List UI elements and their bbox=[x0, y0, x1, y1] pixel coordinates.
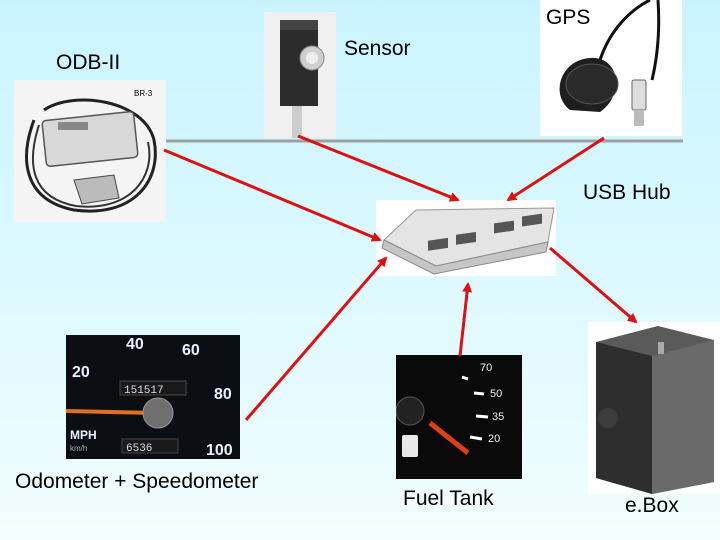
odometer-reading: 151517 bbox=[124, 385, 164, 397]
label-gps: GPS bbox=[546, 6, 591, 29]
odb-tag-text: BR-3 bbox=[134, 89, 153, 98]
fuel-tick-70: 70 bbox=[480, 362, 492, 374]
fuel-pump-icon bbox=[402, 435, 418, 457]
arrow-odb-to-hub bbox=[163, 148, 382, 242]
label-odb: ODB-II bbox=[56, 51, 121, 74]
arrow-gps-to-hub bbox=[506, 136, 605, 202]
speedo-unit: MPH bbox=[70, 428, 97, 442]
speedo-tick-20: 20 bbox=[72, 364, 90, 381]
sensor-photo bbox=[264, 12, 336, 138]
fuel-gauge-photo: 70 50 35 20 bbox=[396, 355, 522, 479]
label-odometer: Odometer + Speedometer bbox=[15, 470, 259, 493]
usb-hub-photo bbox=[376, 200, 556, 276]
fuel-tick-20: 20 bbox=[488, 433, 500, 445]
speedo-unit-small: km/h bbox=[70, 444, 87, 453]
fuel-tick-50: 50 bbox=[490, 388, 502, 400]
label-fuel-tank: Fuel Tank bbox=[403, 487, 494, 510]
speedo-tick-60: 60 bbox=[182, 342, 200, 359]
arrow-speedo-to-hub bbox=[244, 256, 388, 421]
arrow-fuel-to-hub bbox=[458, 282, 473, 357]
arrow-sensor-to-hub bbox=[297, 134, 460, 202]
speedo-tick-100: 100 bbox=[206, 442, 233, 459]
label-ebox: e.Box bbox=[625, 494, 679, 517]
label-usb-hub: USB Hub bbox=[583, 181, 671, 204]
fuel-tick-35: 35 bbox=[492, 411, 504, 423]
speedo-tick-80: 80 bbox=[214, 386, 232, 403]
label-sensor: Sensor bbox=[344, 37, 411, 60]
speedo-tick-40: 40 bbox=[126, 336, 144, 353]
arrow-hub-to-ebox bbox=[549, 246, 638, 324]
trip-reading: 6536 bbox=[126, 443, 152, 455]
fuel-needle bbox=[428, 421, 470, 455]
gps-photo bbox=[540, 0, 682, 136]
odb-device-photo: BR-3 bbox=[14, 80, 166, 222]
speedometer-photo: 20 40 60 80 100 151517 MPH km/h 6536 bbox=[66, 335, 240, 459]
ebox-photo bbox=[588, 322, 720, 494]
